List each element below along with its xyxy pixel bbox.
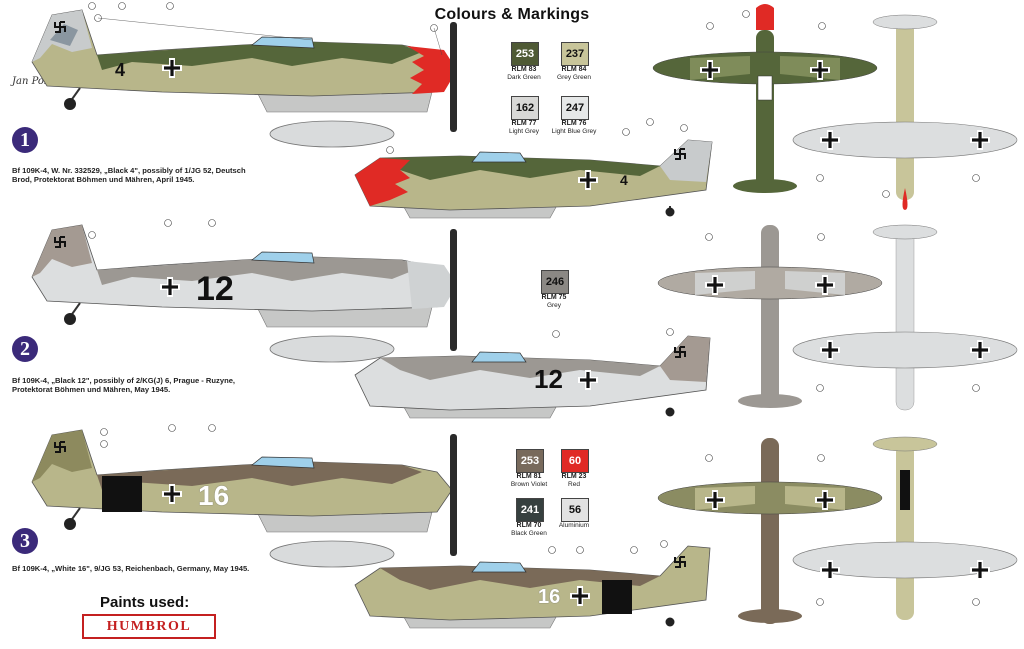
side-number-3b: 16 [538,586,561,608]
swatch-label: Aluminium [558,522,590,529]
profile-2-left [31,219,457,363]
swatch-246: 246 [541,270,569,294]
bottom-view-1 [792,14,1018,210]
swatch-56: 56 [561,498,589,522]
profile-1-right [354,118,713,219]
swatch-247: 247 [561,96,589,120]
scheme-caption-1: Bf 109K-4, W. Nr. 332529, „Black 4", pos… [12,166,246,184]
swatch-253b: 253 [516,449,544,473]
artist-signature: Jan Polc [12,76,53,87]
page-title: Colours & Markings [434,6,590,23]
scheme-badge-1: 1 [12,127,38,153]
paints-used-label: Paints used: [100,594,190,611]
profile-2-right [354,328,711,419]
side-number-2a: 12 [196,270,234,308]
swatch-162: 162 [511,96,539,120]
profile-3-left [31,424,457,568]
side-number-1a: 4 [115,60,126,80]
side-number-3a: 16 [198,480,230,511]
side-number-1b: 4 [620,172,628,188]
bottom-view-3 [792,436,1018,620]
swatch-237: 237 [561,42,589,66]
top-view-3 [657,438,883,624]
bottom-view-2 [792,224,1018,411]
swatch-253: 253 [511,42,539,66]
top-view-1 [652,4,878,193]
brand-name: HUMBROL [106,618,192,634]
profile-3-right [354,540,711,629]
profile-1-left [31,2,457,148]
swatch-241: 241 [516,498,544,522]
side-number-2b: 12 [534,364,563,394]
scheme-badge-3: 3 [12,528,38,554]
scheme-caption-2: Bf 109K-4, „Black 12", possibly of 2/KG(… [12,376,236,394]
humbrol-logo: HUMBROL [82,614,216,639]
top-view-2 [657,225,883,408]
scheme-caption-3: Bf 109K-4, „White 16", 9/JG 53, Reichenb… [12,564,250,573]
swatch-60: 60 [561,449,589,473]
scheme-badge-2: 2 [12,336,38,362]
